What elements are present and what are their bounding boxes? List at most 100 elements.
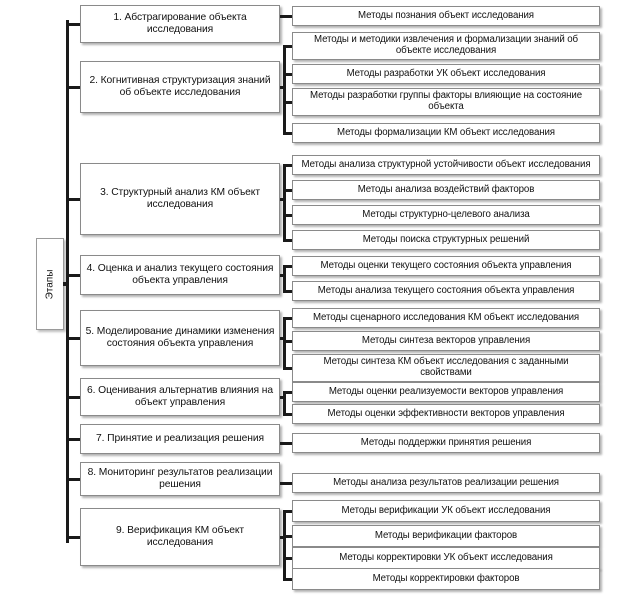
stage-box-1[interactable]: 1. Абстрагирование объекта исследования <box>80 5 280 43</box>
stage-to-bracket-5 <box>280 337 286 340</box>
method-label-1-1: Методы познания объект исследования <box>358 9 534 21</box>
method-connector-3-2 <box>283 189 292 192</box>
method-box-5-1[interactable]: Методы сценарного исследования КМ объект… <box>292 308 600 328</box>
method-box-5-3[interactable]: Методы синтеза КМ объект исследования с … <box>292 354 600 382</box>
method-box-2-1[interactable]: Методы и методики извлечения и формализа… <box>292 32 600 60</box>
method-box-9-1[interactable]: Методы верификации УК объект исследовани… <box>292 500 600 522</box>
method-label-3-3: Методы структурно-целевого анализа <box>362 208 530 220</box>
stages-group-label: Этапы <box>36 238 64 330</box>
method-label-9-4: Методы корректировки факторов <box>372 572 520 584</box>
method-label-5-3: Методы синтеза КМ объект исследования с … <box>323 356 569 378</box>
method-connector-4-2 <box>283 290 292 293</box>
stage-label-2: 2. Когнитивная структуризация знаний об … <box>89 75 271 98</box>
stage-label-7: 7. Принятие и реализация решения <box>96 433 264 445</box>
stage-label-6: 6. Оценивания альтернатив влияния на объ… <box>87 385 273 408</box>
method-label-6-1: Методы оценки реализуемости векторов упр… <box>328 385 564 397</box>
method-connector-3-1 <box>283 164 292 167</box>
method-box-5-2[interactable]: Методы синтеза векторов управления <box>292 331 600 351</box>
method-connector-2-2 <box>283 73 292 76</box>
method-connector-9-3 <box>283 557 292 560</box>
method-label-4-2: Методы анализа текущего состояния объект… <box>317 284 575 296</box>
method-bracket-2 <box>283 46 286 133</box>
label-connector <box>63 282 69 286</box>
method-connector-3-4 <box>283 239 292 242</box>
method-connector-5-3 <box>283 367 292 370</box>
method-label-3-4: Методы поиска структурных решений <box>362 233 530 245</box>
method-box-9-3[interactable]: Методы корректировки УК объект исследова… <box>292 547 600 569</box>
stage-to-bracket-6 <box>280 396 286 399</box>
method-bracket-6 <box>283 392 286 414</box>
method-box-3-1[interactable]: Методы анализа структурной устойчивости … <box>292 155 600 175</box>
method-connector-2-4 <box>283 132 292 135</box>
method-connector-9-4 <box>283 578 292 581</box>
stage-to-bracket-3 <box>280 198 286 201</box>
method-box-2-2[interactable]: Методы разработки УК объект исследования <box>292 64 600 84</box>
method-label-9-2: Методы верификации факторов <box>374 529 518 541</box>
method-box-3-2[interactable]: Методы анализа воздействий факторов <box>292 180 600 200</box>
stage-connector-9 <box>66 536 80 539</box>
method-box-3-4[interactable]: Методы поиска структурных решений <box>292 230 600 250</box>
method-label-3-1: Методы анализа структурной устойчивости … <box>301 158 591 170</box>
method-connector-6-1 <box>283 391 292 394</box>
stage-connector-2 <box>66 86 80 89</box>
method-box-9-2[interactable]: Методы верификации факторов <box>292 525 600 547</box>
stage-connector-4 <box>66 274 80 277</box>
method-bracket-9 <box>283 511 286 579</box>
method-connector-1-1 <box>280 15 292 18</box>
method-connector-2-1 <box>283 45 292 48</box>
stage-label-3: 3. Структурный анализ КМ объект исследов… <box>100 187 260 210</box>
stage-box-9[interactable]: 9. Верификация КМ объект исследования <box>80 508 280 566</box>
method-connector-6-2 <box>283 413 292 416</box>
stage-box-7[interactable]: 7. Принятие и реализация решения <box>80 424 280 454</box>
method-label-6-2: Методы оценки эффективности векторов упр… <box>327 407 565 419</box>
method-connector-5-2 <box>283 340 292 343</box>
method-box-1-1[interactable]: Методы познания объект исследования <box>292 6 600 26</box>
stage-box-3[interactable]: 3. Структурный анализ КМ объект исследов… <box>80 163 280 235</box>
stage-label-4: 4. Оценка и анализ текущего состояния об… <box>86 263 274 286</box>
method-connector-4-1 <box>283 265 292 268</box>
stage-label-5: 5. Моделирование динамики изменения сост… <box>85 326 275 349</box>
method-label-2-3: Методы разработки группы факторы влияющи… <box>310 90 582 112</box>
method-box-9-4[interactable]: Методы корректировки факторов <box>292 568 600 590</box>
stage-box-6[interactable]: 6. Оценивания альтернатив влияния на объ… <box>80 378 280 416</box>
method-connector-3-3 <box>283 214 292 217</box>
method-connector-7-1 <box>280 442 292 445</box>
method-box-3-3[interactable]: Методы структурно-целевого анализа <box>292 205 600 225</box>
method-box-6-2[interactable]: Методы оценки эффективности векторов упр… <box>292 404 600 424</box>
stage-box-4[interactable]: 4. Оценка и анализ текущего состояния об… <box>80 255 280 295</box>
method-label-5-1: Методы сценарного исследования КМ объект… <box>312 311 580 323</box>
method-box-8-1[interactable]: Методы анализа результатов реализации ре… <box>292 473 600 493</box>
stage-label-1: 1. Абстрагирование объекта исследования <box>113 12 247 35</box>
method-bracket-5 <box>283 318 286 368</box>
stage-connector-1 <box>66 23 80 26</box>
method-bracket-3 <box>283 165 286 240</box>
method-box-4-2[interactable]: Методы анализа текущего состояния объект… <box>292 281 600 301</box>
method-connector-2-3 <box>283 101 292 104</box>
method-box-6-1[interactable]: Методы оценки реализуемости векторов упр… <box>292 382 600 402</box>
method-box-4-1[interactable]: Методы оценки текущего состояния объекта… <box>292 256 600 276</box>
stage-box-8[interactable]: 8. Мониторинг результатов реализации реш… <box>80 462 280 496</box>
method-box-7-1[interactable]: Методы поддержки принятия решения <box>292 433 600 453</box>
method-label-9-1: Методы верификации УК объект исследовани… <box>341 504 551 516</box>
main-trunk-line <box>66 20 69 543</box>
method-label-2-4: Методы формализации КМ объект исследован… <box>337 126 555 138</box>
stage-connector-5 <box>66 337 80 340</box>
stage-label-9: 9. Верификация КМ объект исследования <box>115 525 245 548</box>
method-bracket-4 <box>283 266 286 291</box>
stage-to-bracket-4 <box>280 274 286 277</box>
method-box-2-4[interactable]: Методы формализации КМ объект исследован… <box>292 123 600 143</box>
stage-box-2[interactable]: 2. Когнитивная структуризация знаний об … <box>80 61 280 113</box>
method-box-2-3[interactable]: Методы разработки группы факторы влияющи… <box>292 88 600 116</box>
stages-group-label-text: Этапы <box>44 269 56 299</box>
method-connector-8-1 <box>280 482 292 485</box>
stage-to-bracket-2 <box>280 86 286 89</box>
method-label-9-3: Методы корректировки УК объект исследова… <box>339 551 553 563</box>
stage-box-5[interactable]: 5. Моделирование динамики изменения сост… <box>80 310 280 366</box>
stage-connector-7 <box>66 438 80 441</box>
method-connector-9-2 <box>283 535 292 538</box>
method-label-7-1: Методы поддержки принятия решения <box>360 436 532 448</box>
stage-connector-8 <box>66 478 80 481</box>
stage-connector-3 <box>66 198 80 201</box>
method-label-4-1: Методы оценки текущего состояния объекта… <box>320 259 572 271</box>
